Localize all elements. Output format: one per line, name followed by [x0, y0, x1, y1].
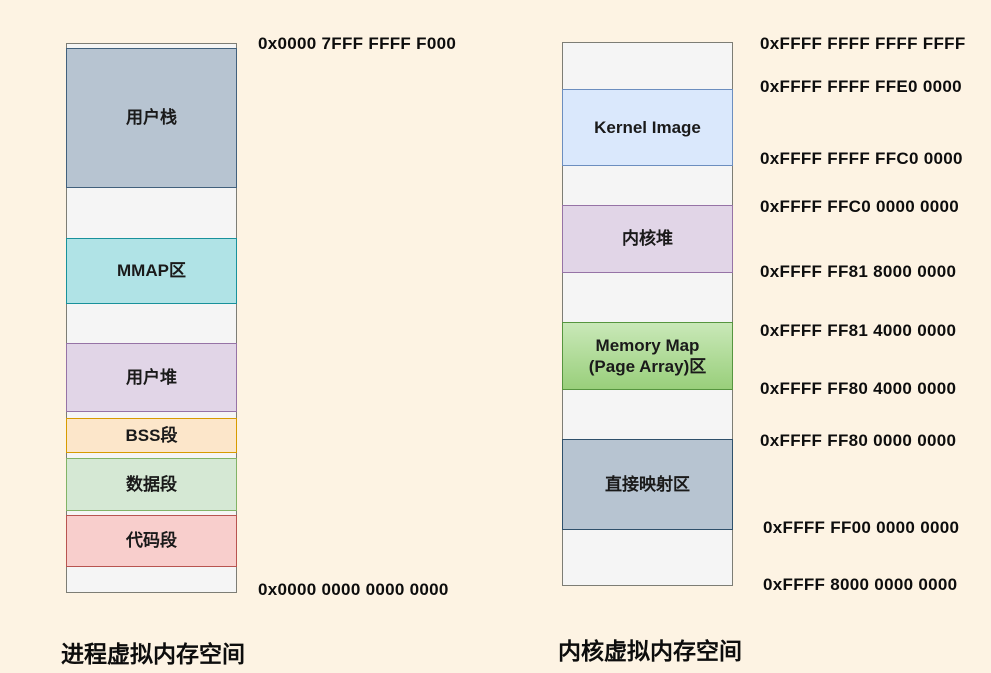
block-kernel-image-label: Kernel Image: [594, 117, 701, 137]
block-kernel-heap: 内核堆: [562, 205, 733, 273]
address-label-kernel-6: 0xFFFF FF80 4000 0000: [760, 379, 957, 398]
block-mmap-region-label: MMAP区: [117, 261, 186, 281]
block-memory-map-page-array: Memory Map (Page Array)区: [562, 322, 733, 390]
block-bss-segment-label: BSS段: [125, 425, 178, 445]
address-label-process-1: 0x0000 0000 0000 0000: [258, 580, 449, 599]
address-label-kernel-4: 0xFFFF FF81 8000 0000: [760, 262, 957, 281]
block-user-stack: 用户栈: [66, 48, 237, 188]
kernel-memory-column: Kernel Image 内核堆 Memory Map (Page Array)区直…: [562, 42, 733, 586]
block-kernel-image: Kernel Image: [562, 89, 733, 166]
block-user-heap: 用户堆: [66, 343, 237, 412]
address-label-kernel-8: 0xFFFF FF00 0000 0000: [763, 518, 960, 537]
block-code-segment: 代码段: [66, 515, 237, 567]
block-code-segment-label: 代码段: [126, 531, 177, 551]
block-data-segment: 数据段: [66, 458, 237, 511]
address-label-kernel-3: 0xFFFF FFC0 0000 0000: [760, 197, 960, 216]
address-label-process-0: 0x0000 7FFF FFFF F000: [258, 34, 457, 53]
address-label-kernel-2: 0xFFFF FFFF FFC0 0000: [760, 149, 963, 168]
block-data-segment-label: 数据段: [126, 474, 177, 494]
address-label-kernel-1: 0xFFFF FFFF FFE0 0000: [760, 77, 962, 96]
address-label-kernel-7: 0xFFFF FF80 0000 0000: [760, 431, 957, 450]
block-memory-map-page-array-label: Memory Map (Page Array)区: [588, 335, 707, 376]
process-title: 进程虚拟内存空间: [61, 641, 245, 667]
process-memory-column: 用户栈 MMAP区用户堆 BSS段数据段代码段: [66, 43, 237, 593]
block-direct-mapping-label: 直接映射区: [605, 474, 690, 494]
block-user-heap-label: 用户堆: [126, 367, 177, 387]
kernel-title: 内核虚拟内存空间: [558, 638, 742, 664]
block-user-stack-label: 用户栈: [126, 108, 177, 128]
block-direct-mapping: 直接映射区: [562, 439, 733, 530]
block-bss-segment: BSS段: [66, 418, 237, 453]
address-label-kernel-5: 0xFFFF FF81 4000 0000: [760, 321, 957, 340]
address-label-kernel-9: 0xFFFF 8000 0000 0000: [763, 575, 958, 594]
block-mmap-region: MMAP区: [66, 238, 237, 304]
block-kernel-heap-label: 内核堆: [622, 229, 673, 249]
address-label-kernel-0: 0xFFFF FFFF FFFF FFFF: [760, 34, 966, 53]
